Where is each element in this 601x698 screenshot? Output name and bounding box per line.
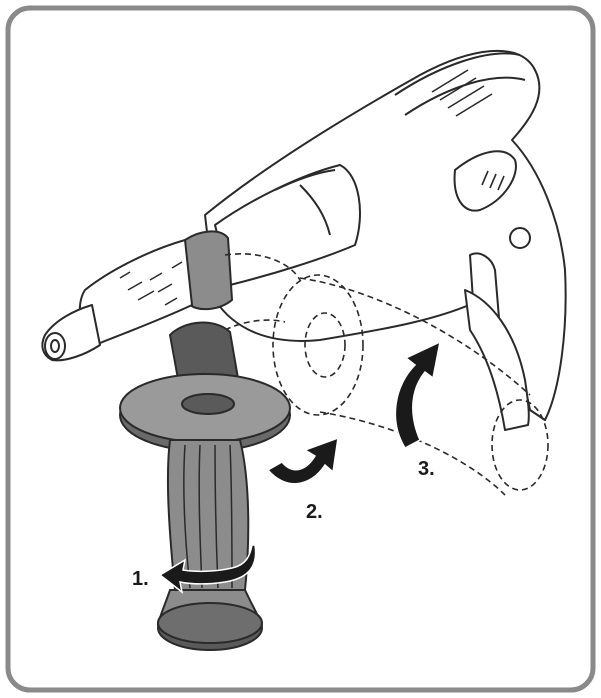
step-label-3: 3. [418, 458, 435, 480]
chuck-grooves [119, 261, 183, 306]
arrow-step-3 [394, 340, 442, 449]
arrow-step-1 [158, 544, 257, 594]
side-handle-final-position [224, 253, 549, 496]
step-label-1: 1. [132, 568, 149, 590]
step-label-2: 2. [306, 501, 323, 523]
arrow-step-2 [266, 436, 339, 485]
drill-vent-top [431, 69, 493, 117]
drill-icon [41, 49, 567, 431]
drill-vent-side [481, 170, 505, 191]
rotation-arrow-icon [158, 340, 442, 594]
